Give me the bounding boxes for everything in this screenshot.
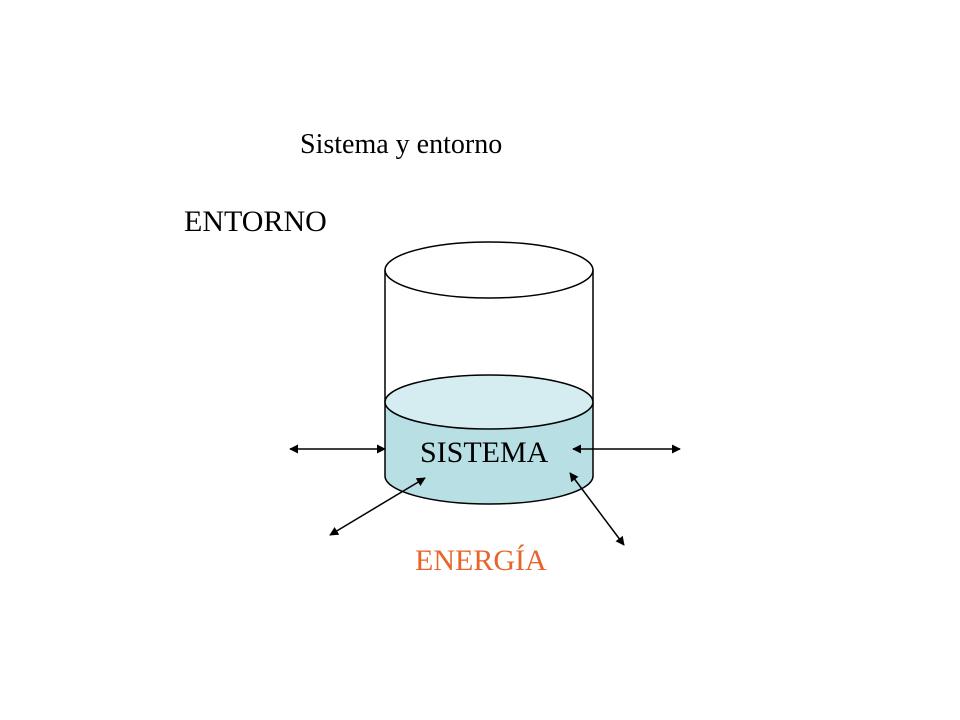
diagram-title: Sistema y entorno xyxy=(300,129,503,160)
environment-label: ENTORNO xyxy=(184,205,327,238)
energy-label: ENERGÍA xyxy=(415,544,547,577)
system-label: SISTEMA xyxy=(420,436,549,469)
arrow-bottom-right xyxy=(569,472,625,546)
container-top xyxy=(384,241,594,299)
arrow-bottom-left xyxy=(329,477,426,536)
liquid-surface xyxy=(384,374,594,430)
liquid-body xyxy=(385,402,593,504)
